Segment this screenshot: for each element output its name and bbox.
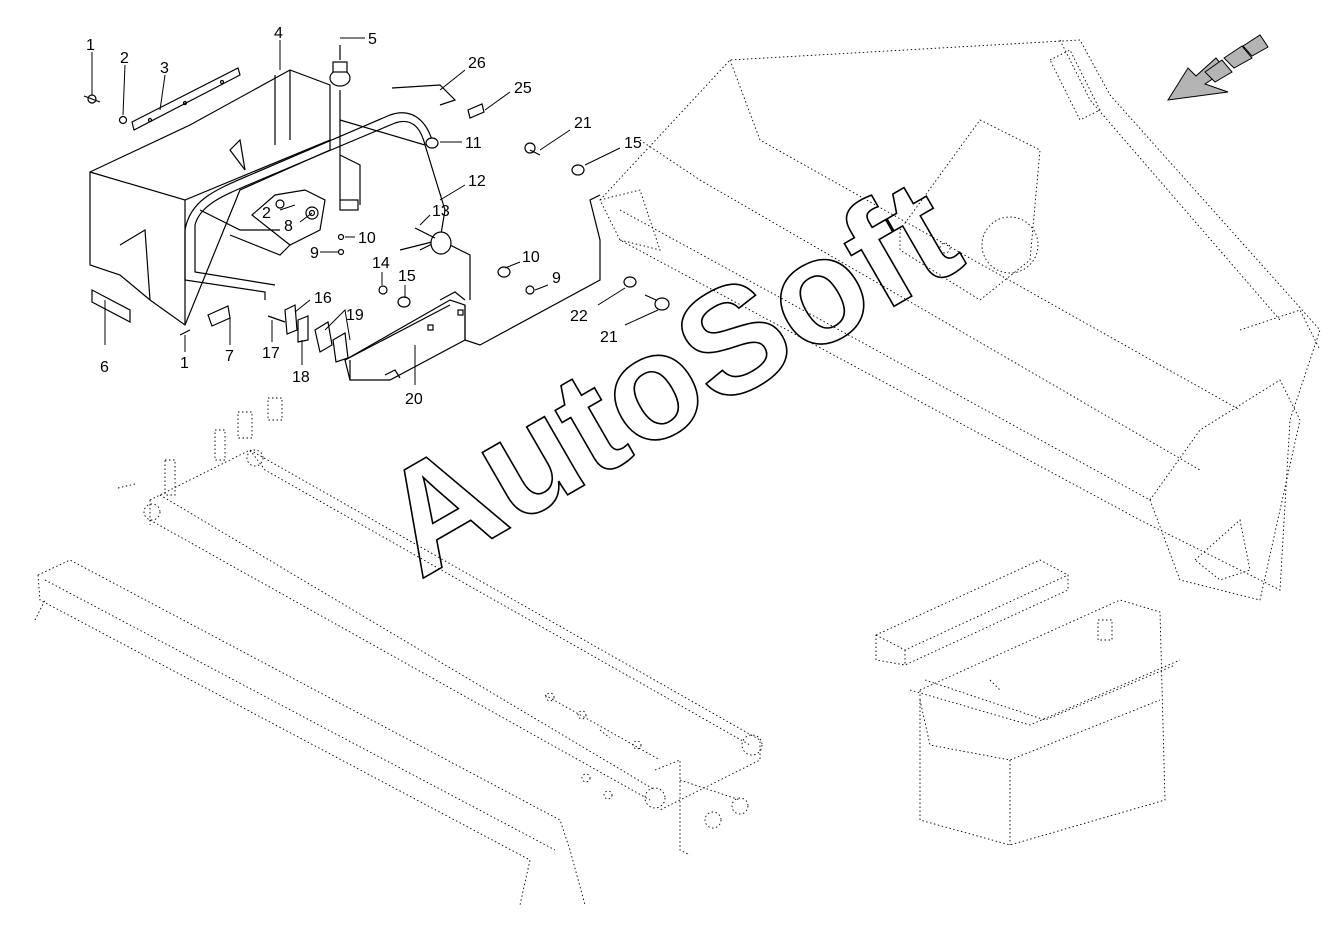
deflector-plate: [34, 559, 586, 906]
callout-label: 26: [468, 55, 486, 72]
callout-label: 3: [160, 60, 169, 77]
handle-rail: [184, 112, 439, 300]
callout-label: 14: [372, 255, 390, 272]
boom-rail-assembly: [117, 397, 763, 856]
callout-label: 10: [522, 249, 540, 266]
callout-label: 7: [225, 348, 234, 365]
callout-label: 15: [624, 135, 642, 152]
callout-label: 12: [468, 173, 486, 190]
lower-strip: [91, 289, 131, 323]
callout-label: 6: [100, 359, 109, 376]
shield-housing: [89, 69, 331, 326]
callout-label: 2: [262, 205, 271, 222]
leader-lines: [91, 37, 659, 385]
callout-label: 2: [120, 50, 129, 67]
callout-label: 9: [552, 270, 561, 287]
callout-label: 5: [368, 31, 377, 48]
callout-label: 9: [310, 245, 319, 262]
callout-label: 10: [358, 230, 376, 247]
callout-label: 22: [570, 308, 588, 325]
callout-label: 25: [514, 80, 532, 97]
tank-assembly: [875, 559, 1181, 846]
callout-label: 21: [574, 115, 592, 132]
callout-labels: 1 2 3 4 5 26 25 11 21 15 12 2 8 13 10 9 …: [86, 25, 642, 408]
main-frame: [599, 39, 1321, 601]
callout-label: 11: [465, 135, 482, 152]
callout-label: 21: [600, 329, 618, 346]
callout-label: 19: [346, 307, 364, 324]
callout-label: 18: [292, 369, 310, 386]
callout-label: 17: [262, 345, 280, 362]
crossbar: [344, 194, 601, 381]
callout-label: 4: [274, 25, 283, 42]
callout-label: 1: [180, 355, 189, 372]
mounting-bracket: [251, 119, 446, 251]
callout-label: 16: [314, 290, 332, 307]
top-strip: [131, 67, 241, 131]
callout-label: 8: [284, 218, 293, 235]
callout-label: 13: [432, 203, 450, 220]
callout-label: 1: [86, 37, 95, 54]
direction-arrow-icon: [1167, 34, 1269, 101]
hardware: [83, 45, 670, 363]
callout-label: 15: [398, 268, 416, 285]
callout-label: 20: [405, 391, 423, 408]
